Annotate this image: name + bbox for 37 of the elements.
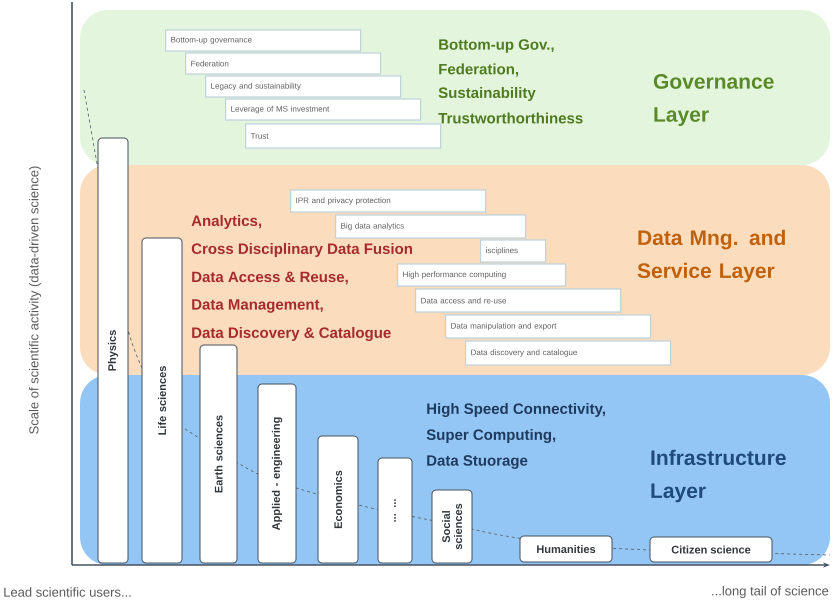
layer-summary: Data Access & Reuse, <box>192 272 348 284</box>
layer-summary: Super Computing, <box>426 428 556 444</box>
layer-summary: Analytics, <box>192 215 262 229</box>
item-box: Legacy and sustainability <box>205 75 402 98</box>
item-box: Data manipulation and export <box>445 314 652 339</box>
discipline-bar: Physics <box>98 138 128 564</box>
discipline-bar: Citizen science <box>650 536 772 562</box>
layer-title: Data Mng. and Service Layer <box>638 230 785 282</box>
axis-label: ...long tail of science <box>712 586 828 598</box>
item-box: IPR and privacy protection <box>290 189 486 213</box>
axis-label: Scale of scientific activity (data-driven science) <box>28 166 42 434</box>
axis-label: Lead scientific users... <box>4 587 131 597</box>
item-box: Federation <box>185 52 382 75</box>
item-box: Bottom-up governance <box>165 29 362 52</box>
layer-summary: Cross Disciplinary Data Fusion <box>192 243 412 257</box>
layer-summary: Data Discovery & Catalogue <box>192 326 391 342</box>
layer-summary: Data Stuorage <box>427 455 528 469</box>
discipline-bar: Social sciences <box>432 490 472 564</box>
discipline-bar: Humanities <box>520 536 612 562</box>
item-box: isciplines <box>480 239 546 263</box>
layer-summary: Trustworthorthiness <box>438 112 583 124</box>
discipline-bar: Applied - engineering <box>258 384 296 564</box>
discipline-bar: Earth sciences <box>200 344 238 564</box>
layer-summary: Bottom-up Gov., <box>439 39 554 53</box>
layer-title: Governance Layer <box>654 74 774 126</box>
layer-summary: Sustainability <box>438 87 536 101</box>
layer-summary: High Speed Connectivity, <box>427 402 605 418</box>
layer-summary: Federation, <box>439 63 518 77</box>
layer-summary: Data Management, <box>192 299 323 313</box>
discipline-bar: Economics <box>318 436 358 564</box>
item-box: Data access and re-use <box>415 288 622 313</box>
discipline-bar: Life sciences <box>142 238 182 564</box>
layer-title: Infrastructure Layer <box>651 450 786 502</box>
discipline-bar: ... ... <box>378 458 412 564</box>
item-box: Data discovery and catalogue <box>465 340 672 366</box>
item-box: Trust <box>245 123 442 149</box>
item-box: Leverage of MS investment <box>225 98 422 121</box>
